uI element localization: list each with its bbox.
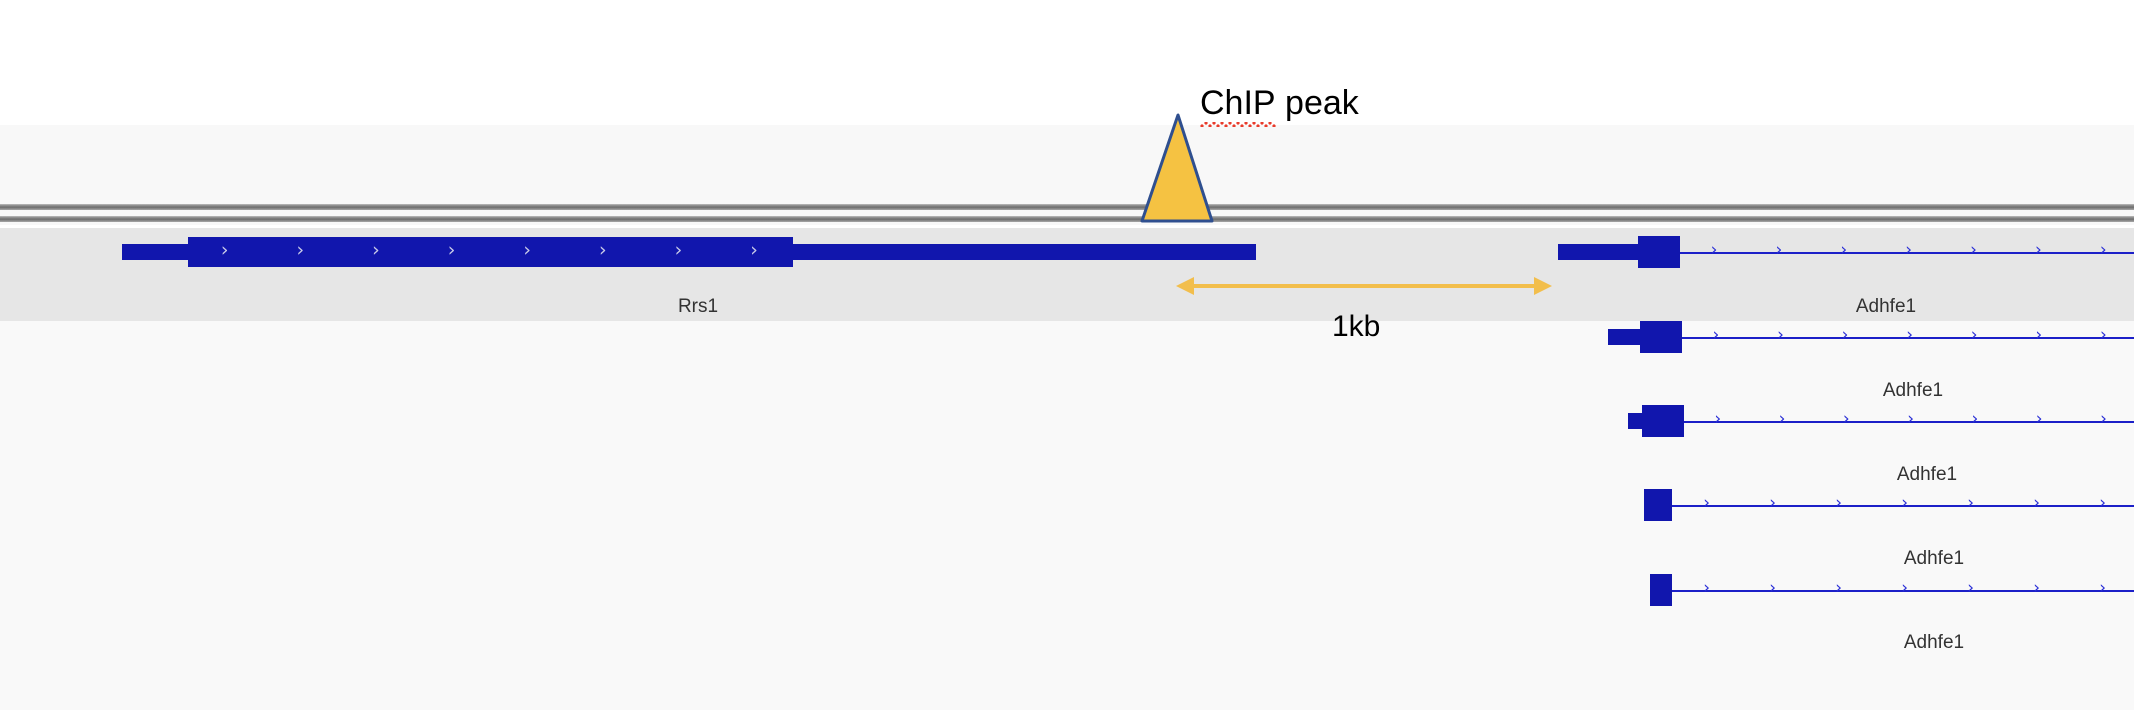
secondary-track-band [0,321,2134,710]
gene-utr-right-rrs1[interactable] [793,244,1256,260]
chip-peak-label-word: ChIP [1200,84,1276,127]
genome-axis-line-bottom [0,216,2134,222]
gene-utr-left-adhfe1-1[interactable] [1558,244,1638,260]
gene-exon-block-rrs1[interactable] [188,237,793,267]
gene-utr-left-rrs1[interactable] [122,244,188,260]
chip-peak-marker[interactable] [1136,112,1216,224]
gene-exon-block-adhfe1-1[interactable] [1638,236,1680,268]
gene-exon-block-adhfe1-4[interactable] [1644,489,1672,521]
scale-bar-label: 1kb [1332,310,1381,343]
gene-exon-block-adhfe1-2[interactable] [1640,321,1682,353]
scale-bar [1176,274,1552,298]
gene-utr-left-adhfe1-3[interactable] [1628,413,1642,429]
gene-utr-left-adhfe1-2[interactable] [1608,329,1640,345]
genome-axis-line-top [0,204,2134,210]
header-whitespace [0,0,2134,125]
gene-exon-block-adhfe1-5[interactable] [1650,574,1672,606]
chip-peak-label: ChIP peak [1200,84,1359,127]
ruler-background [0,125,2134,225]
chip-peak-label-suffix: peak [1275,84,1359,122]
gene-exon-block-adhfe1-3[interactable] [1642,405,1684,437]
